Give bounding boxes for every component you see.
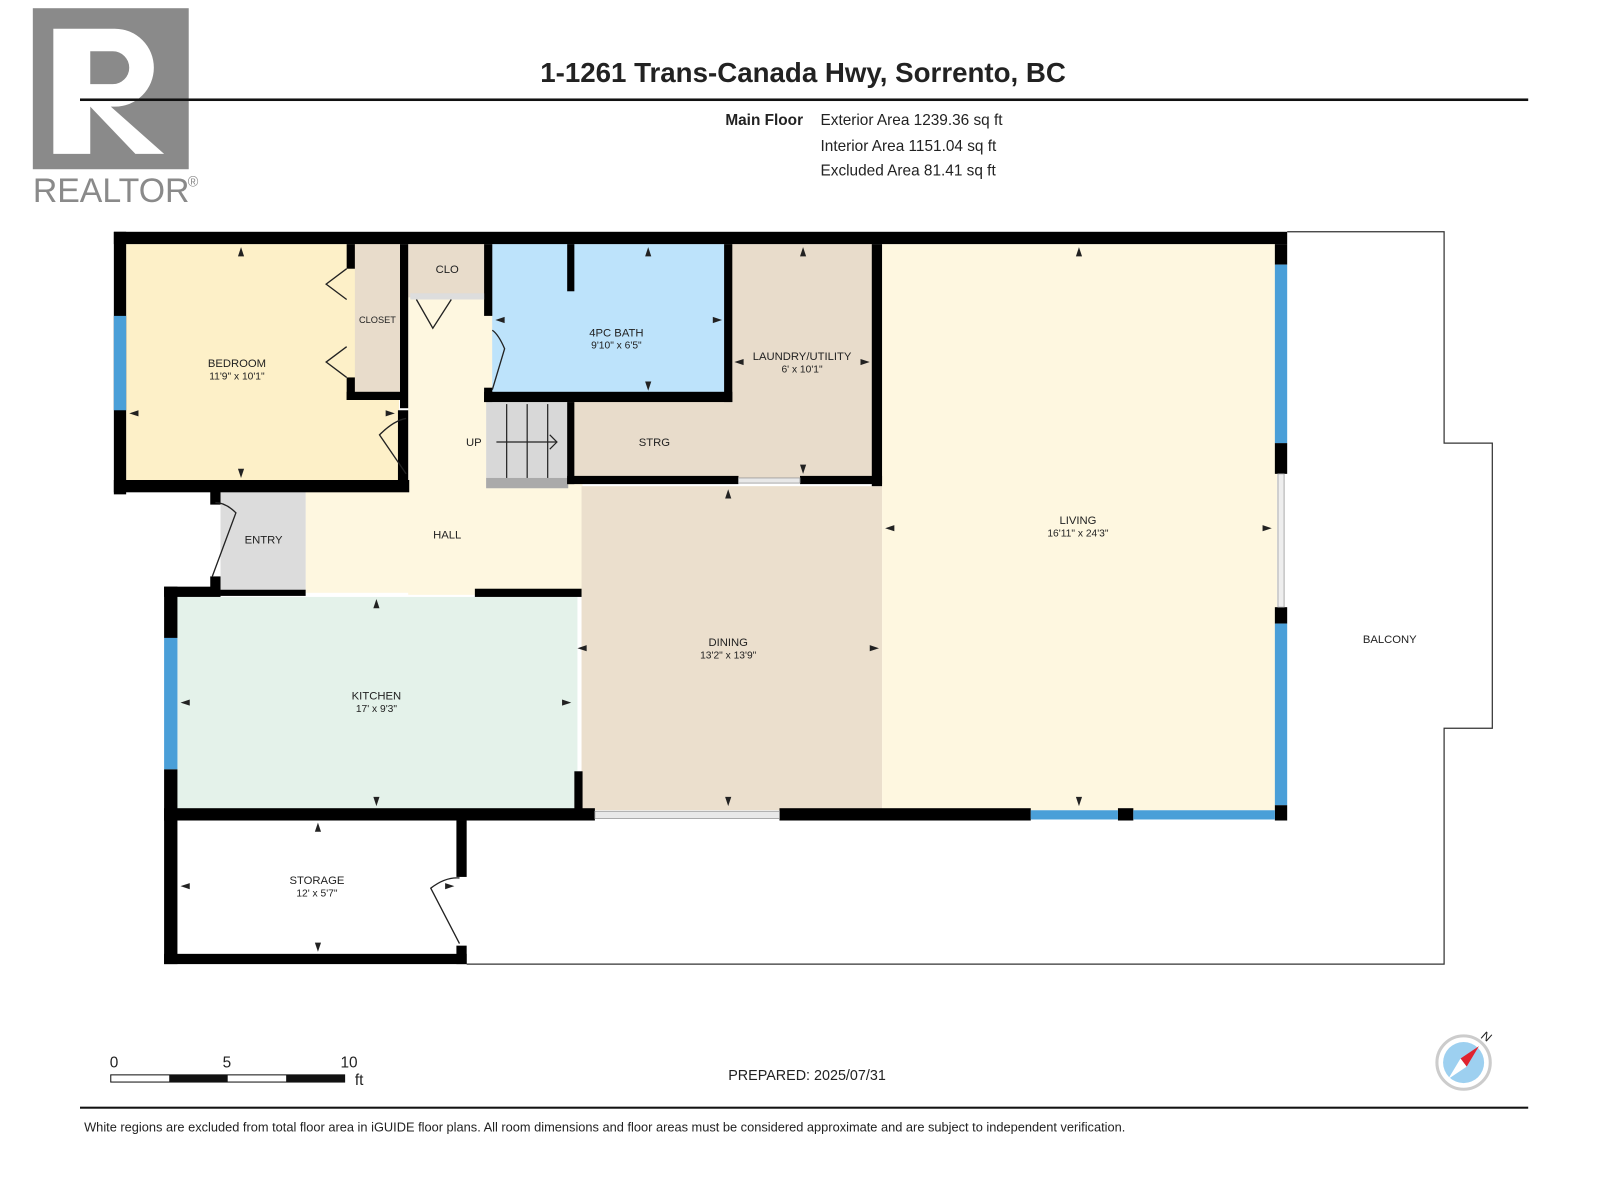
registered-mark: ® bbox=[188, 175, 199, 191]
room-name-bedroom: BEDROOM bbox=[208, 358, 266, 370]
realtor-logo-text: REALTOR bbox=[33, 172, 190, 210]
walls bbox=[113, 231, 1288, 965]
svg-text:10: 10 bbox=[341, 1055, 358, 1072]
room-name-closet: CLOSET bbox=[359, 315, 396, 325]
doors bbox=[211, 268, 1285, 944]
room-name-storage: STORAGE bbox=[289, 875, 344, 887]
title-rule bbox=[80, 98, 1529, 102]
interior-area: Interior Area 1151.04 sq ft bbox=[821, 138, 998, 155]
footer-rule bbox=[80, 1106, 1529, 1109]
windows bbox=[113, 264, 1288, 820]
svg-text:0: 0 bbox=[110, 1055, 119, 1072]
scale-bar: 0 5 10 ft bbox=[110, 1055, 364, 1089]
excluded-area: Excluded Area 81.41 sq ft bbox=[821, 162, 997, 179]
room-dims-bedroom: 11'9" x 10'1" bbox=[209, 371, 265, 382]
stairs-up-label: UP bbox=[466, 437, 482, 449]
room-fills bbox=[126, 244, 1277, 811]
room-dims-laundry: 6' x 10'1" bbox=[781, 364, 823, 375]
room-name-living: LIVING bbox=[1059, 515, 1096, 527]
room-dims-storage: 12' x 5'7" bbox=[296, 888, 338, 899]
room-dims-dining: 13'2" x 13'9" bbox=[700, 650, 757, 661]
room-dims-bath: 9'10" x 6'5" bbox=[591, 341, 642, 352]
room-dims-living: 16'11" x 24'3" bbox=[1047, 528, 1109, 539]
room-name-laundry: LAUNDRY/UTILITY bbox=[753, 351, 852, 363]
room-name-kitchen: KITCHEN bbox=[352, 690, 401, 702]
room-dims-kitchen: 17' x 9'3" bbox=[356, 704, 398, 715]
room-name-balcony: BALCONY bbox=[1363, 634, 1417, 646]
room-name-strg: STRG bbox=[639, 437, 670, 449]
prepared-date: PREPARED: 2025/07/31 bbox=[728, 1068, 886, 1084]
balcony-outline bbox=[466, 231, 1493, 965]
room-labels: BEDROOM 11'9" x 10'1" CLOSET CLO 4PC BAT… bbox=[208, 264, 1417, 900]
dimension-arrows bbox=[129, 247, 1272, 952]
page-title: 1-1261 Trans-Canada Hwy, Sorrento, BC bbox=[540, 57, 1066, 88]
room-name-entry: ENTRY bbox=[245, 535, 283, 547]
room-name-hall: HALL bbox=[433, 529, 461, 541]
compass-icon: N bbox=[1435, 1028, 1494, 1091]
stairs bbox=[496, 404, 558, 478]
svg-text:ft: ft bbox=[355, 1072, 364, 1089]
svg-text:5: 5 bbox=[223, 1055, 232, 1072]
floor-name: Main Floor bbox=[725, 112, 803, 129]
room-name-clo: CLO bbox=[436, 264, 459, 276]
exterior-area: Exterior Area 1239.36 sq ft bbox=[821, 112, 1004, 129]
room-name-bath: 4PC BATH bbox=[589, 327, 643, 339]
realtor-logo: REALTOR ® bbox=[32, 8, 199, 210]
room-name-dining: DINING bbox=[708, 637, 747, 649]
disclaimer: White regions are excluded from total fl… bbox=[84, 1119, 1125, 1134]
